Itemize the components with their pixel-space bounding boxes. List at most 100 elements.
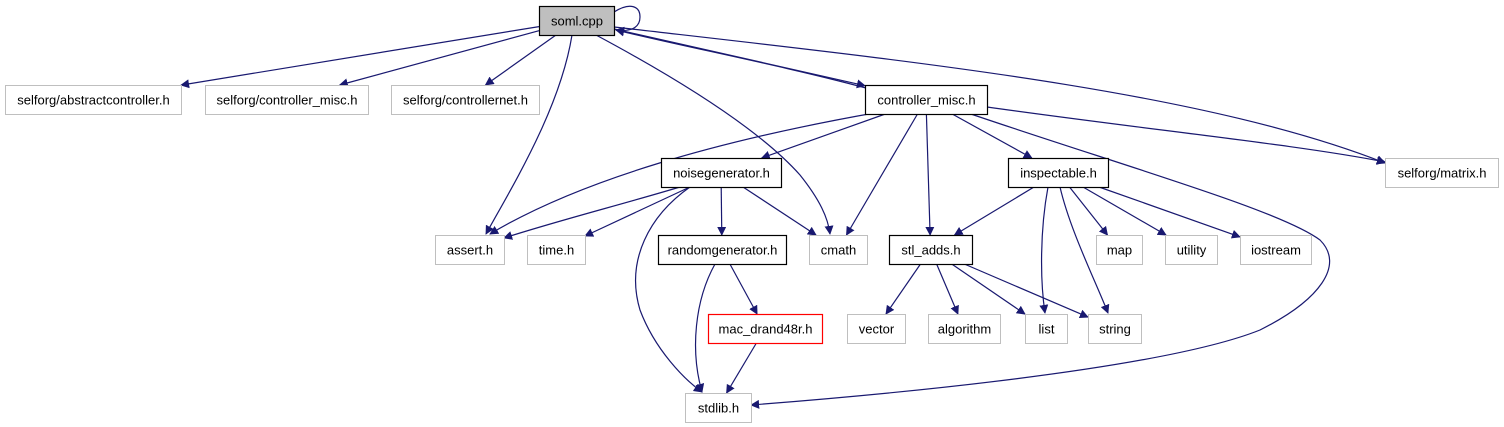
node-label: assert.h <box>447 243 493 258</box>
node-box <box>707 313 824 345</box>
node-box <box>5 85 182 115</box>
node-box <box>1165 235 1218 265</box>
edge-soml_cpp-to-soml_cpp <box>613 5 641 36</box>
node-matrix: selforg/matrix.h <box>1385 158 1499 188</box>
node-box <box>685 393 752 423</box>
node-box <box>205 85 369 115</box>
node-box <box>864 84 989 116</box>
edge-controller_misc-to-stl_adds <box>925 113 935 236</box>
node-controllernet: selforg/controllernet.h <box>391 85 540 115</box>
node-box <box>1025 314 1068 344</box>
edge-noisegenerator-to-assert <box>503 186 681 240</box>
node-label: time.h <box>539 243 574 258</box>
edge-controller_misc-to-inspectable <box>951 113 1033 159</box>
edge-soml_cpp-to-abstractcontroller <box>180 26 540 89</box>
node-stl-adds[interactable]: stl_adds.h <box>888 234 974 266</box>
node-label: selforg/controllernet.h <box>403 93 528 108</box>
edge-controller_misc-to-soml_cpp <box>615 27 867 89</box>
node-label: vector <box>859 322 895 337</box>
edge-soml_cpp-to-matrix <box>613 26 1386 165</box>
node-cmath: cmath <box>809 235 868 265</box>
node-label: map <box>1107 243 1132 258</box>
edge-noisegenerator-to-cmath <box>742 186 817 236</box>
edge-soml_cpp-to-controllernet <box>484 34 557 86</box>
edge-controller_misc-to-matrix <box>986 106 1386 165</box>
node-label: string <box>1099 322 1131 337</box>
edge-mac_drand48r-to-stdlib <box>726 342 757 394</box>
node-label: algorithm <box>938 322 991 337</box>
edge-inspectable-to-list <box>1039 186 1049 314</box>
edge-randomgenerator-to-mac_drand48r <box>729 263 758 315</box>
node-box <box>888 234 974 266</box>
edge-stl_adds-to-list <box>951 263 1026 315</box>
nodes-layer: soml.cpp selforg/abstractcontroller.h self… <box>5 5 1499 423</box>
edge-controller_misc-to-noisegenerator <box>760 113 886 160</box>
node-label: controller_misc.h <box>877 93 975 108</box>
node-inspectable[interactable]: inspectable.h <box>1007 157 1110 189</box>
node-iostream: iostream <box>1240 235 1312 265</box>
node-label: selforg/abstractcontroller.h <box>17 93 169 108</box>
node-label: noisegenerator.h <box>673 166 770 181</box>
node-list: list <box>1025 314 1068 344</box>
edge-inspectable-to-utility <box>1082 186 1167 236</box>
node-label: iostream <box>1251 243 1301 258</box>
node-label: selforg/matrix.h <box>1398 166 1487 181</box>
node-box <box>809 235 868 265</box>
node-mac-drand48r: mac_drand48r.h <box>707 313 824 345</box>
edge-controller_misc-to-assert <box>489 111 881 235</box>
node-label: mac_drand48r.h <box>719 322 813 337</box>
node-label: inspectable.h <box>1020 166 1097 181</box>
edge-inspectable-to-map <box>1069 186 1109 236</box>
edge-noisegenerator-to-time <box>584 186 691 237</box>
node-box <box>527 235 586 265</box>
edge-controller_misc-to-stdlib <box>750 111 1331 409</box>
node-utility: utility <box>1165 235 1218 265</box>
node-label: cmath <box>821 243 856 258</box>
edge-soml_cpp-to-selforg_controller_misc <box>338 30 540 88</box>
node-vector: vector <box>847 314 906 344</box>
edge-noisegenerator-to-randomgenerator <box>717 186 727 236</box>
node-label: utility <box>1177 243 1207 258</box>
node-label: randomgenerator.h <box>668 243 778 258</box>
node-abstractcontroller: selforg/abstractcontroller.h <box>5 85 182 115</box>
node-box <box>1385 158 1499 188</box>
node-label: stdlib.h <box>698 401 739 416</box>
node-box <box>1240 235 1312 265</box>
node-label: list <box>1039 322 1055 337</box>
node-box <box>1096 235 1143 265</box>
edge-randomgenerator-to-stdlib <box>694 263 716 393</box>
edge-inspectable-to-stl_adds <box>953 186 1035 236</box>
node-box <box>847 314 906 344</box>
node-map: map <box>1096 235 1143 265</box>
edge-soml_cpp-to-cmath <box>595 34 834 235</box>
node-label: stl_adds.h <box>901 243 960 258</box>
node-box <box>391 85 540 115</box>
node-string: string <box>1088 314 1142 344</box>
node-noisegenerator[interactable]: noisegenerator.h <box>660 157 783 189</box>
edge-stl_adds-to-string <box>964 263 1089 319</box>
node-controller-misc[interactable]: controller_misc.h <box>864 84 989 116</box>
edge-inspectable-to-iostream <box>1098 186 1241 239</box>
node-label: soml.cpp <box>551 14 603 29</box>
node-time: time.h <box>527 235 586 265</box>
node-randomgenerator[interactable]: randomgenerator.h <box>657 234 788 266</box>
edge-soml_cpp-to-assert <box>485 34 573 235</box>
node-selforg-controller-misc: selforg/controller_misc.h <box>205 85 369 115</box>
node-box <box>1007 157 1110 189</box>
edge-stl_adds-to-vector <box>885 263 921 315</box>
node-label: selforg/controller_misc.h <box>217 93 358 108</box>
edges-layer <box>180 5 1386 409</box>
edge-controller_misc-to-cmath <box>845 113 919 236</box>
node-algorithm: algorithm <box>928 314 1001 344</box>
edge-stl_adds-to-algorithm <box>936 263 959 315</box>
node-box <box>435 235 505 265</box>
node-box <box>928 314 1001 344</box>
edge-noisegenerator-to-stdlib <box>635 186 703 393</box>
node-stdlib: stdlib.h <box>685 393 752 423</box>
node-assert: assert.h <box>435 235 505 265</box>
node-soml-cpp[interactable]: soml.cpp <box>538 5 616 37</box>
edge-inspectable-to-string <box>1059 186 1110 314</box>
node-box <box>1088 314 1142 344</box>
node-box <box>660 157 783 189</box>
